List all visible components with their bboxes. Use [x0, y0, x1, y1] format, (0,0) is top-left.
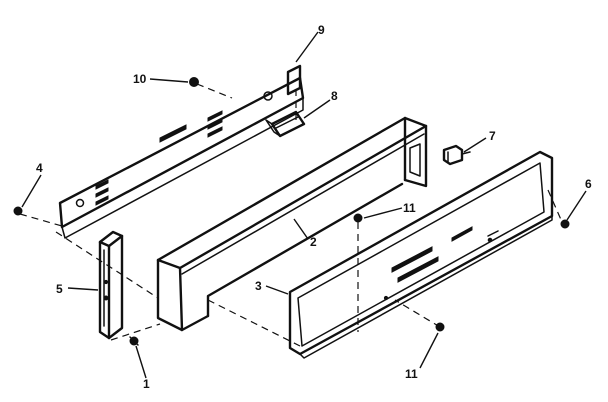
rear-bracket-plate	[58, 64, 305, 239]
screw-1	[129, 336, 139, 346]
screw-4	[13, 206, 23, 216]
side-bracket	[98, 230, 124, 340]
clip-part-8	[265, 110, 306, 138]
callout-4: 4	[36, 161, 43, 175]
front-trim-panel	[288, 150, 554, 359]
callout-10: 10	[133, 72, 147, 86]
screw-11-upper	[353, 213, 363, 223]
knob-7	[442, 144, 471, 166]
callout-6: 6	[585, 177, 592, 191]
screw-6	[560, 219, 570, 229]
callout-5: 5	[56, 282, 63, 296]
callout-1: 1	[143, 377, 150, 391]
assembly-lines	[19, 83, 563, 347]
callout-8: 8	[331, 89, 338, 103]
callout-7: 7	[489, 129, 496, 143]
control-panel-housing	[156, 116, 428, 332]
callout-3: 3	[255, 279, 262, 293]
callout-labels: 1 2 3 4 5 6 7 8 9 10 11 11	[36, 23, 592, 391]
screw-10	[189, 77, 199, 87]
leader-lines	[21, 31, 587, 379]
callout-11-lower: 11	[405, 367, 418, 381]
callout-2: 2	[310, 235, 317, 249]
callout-9: 9	[318, 23, 325, 37]
callout-11-upper: 11	[403, 201, 416, 215]
